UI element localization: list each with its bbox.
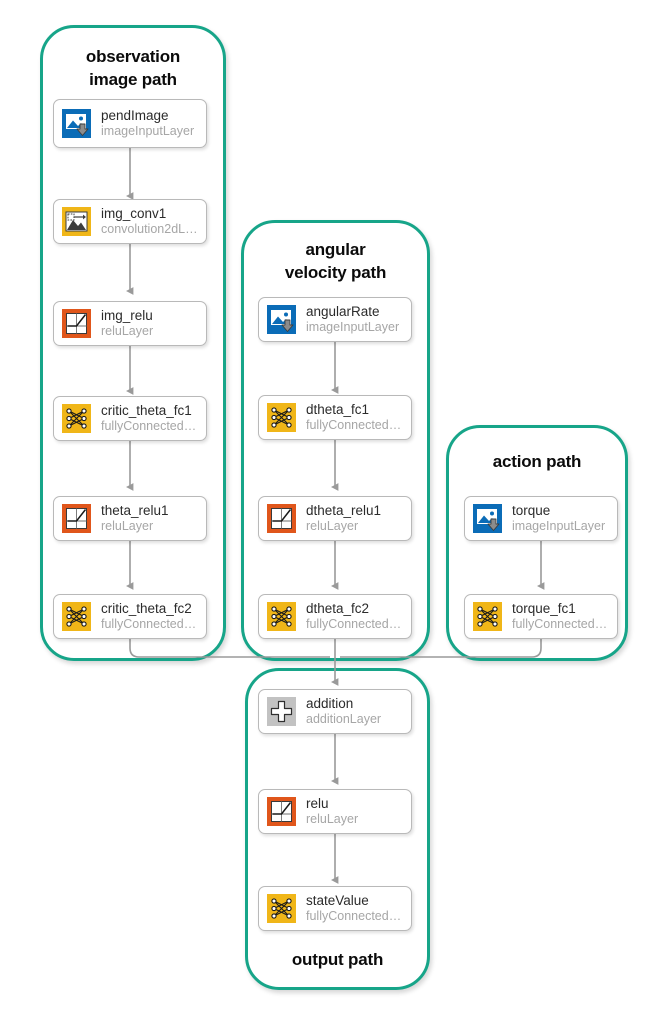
layer-name: img_relu [101,308,153,323]
layer-node-text: addition additionLayer [306,696,381,727]
layer-type: reluLayer [101,324,154,338]
layer-node-text: critic_theta_fc1 fullyConnected… [101,403,196,434]
layer-node-addition[interactable]: addition additionLayer [258,689,412,734]
layer-node-img_relu[interactable]: img_relu reluLayer [53,301,207,346]
layer-type: additionLayer [306,712,382,726]
layer-type: fullyConnected… [306,909,402,923]
group-title-observation-image-path: observation image path [85,47,181,89]
group-title-action-path: action path [492,452,582,471]
layer-node-dtheta_fc2[interactable]: dtheta_fc2 fullyConnected… [258,594,412,639]
layer-node-text: angularRate imageInputLayer [306,304,399,335]
layer-node-dtheta_relu1[interactable]: dtheta_relu1 reluLayer [258,496,412,541]
layer-node-text: stateValue fullyConnected… [306,893,401,924]
layer-node-dtheta_fc1[interactable]: dtheta_fc1 fullyConnected… [258,395,412,440]
layer-node-torque_fc1[interactable]: torque_fc1 fullyConnected… [464,594,618,639]
layer-name: torque [512,503,551,518]
layer-type: imageInputLayer [512,519,606,533]
layer-type: imageInputLayer [306,320,400,334]
layer-node-text: dtheta_fc1 fullyConnected… [306,402,401,433]
layer-type: fullyConnected… [512,617,608,631]
layer-node-text: relu reluLayer [306,796,358,827]
relu-icon [265,795,298,828]
layer-node-text: pendImage imageInputLayer [101,108,194,139]
group-title-angular-velocity-path: angular velocity path [284,240,387,282]
group-title-output-path: output path [291,950,384,969]
layer-type: fullyConnected… [101,617,197,631]
layer-type: reluLayer [306,519,359,533]
layer-node-img_conv1[interactable]: img_conv1 convolution2dL… [53,199,207,244]
layer-type: fullyConnected… [306,418,402,432]
layer-name: stateValue [306,893,369,908]
layer-node-text: torque_fc1 fullyConnected… [512,601,607,632]
image-input-icon [471,502,504,535]
layer-node-stateValue[interactable]: stateValue fullyConnected… [258,886,412,931]
layer-node-text: theta_relu1 reluLayer [101,503,169,534]
layer-type: reluLayer [306,812,359,826]
layer-name: critic_theta_fc2 [101,601,192,616]
layer-node-theta_relu1[interactable]: theta_relu1 reluLayer [53,496,207,541]
layer-type: reluLayer [101,519,154,533]
layer-type: fullyConnected… [101,419,197,433]
layer-node-text: img_relu reluLayer [101,308,153,339]
fully-connected-icon [60,402,93,435]
layer-name: dtheta_fc2 [306,601,370,616]
layer-node-text: torque imageInputLayer [512,503,605,534]
fully-connected-icon [265,600,298,633]
layer-name: angularRate [306,304,380,319]
convolution-icon [60,205,93,238]
fully-connected-icon [60,600,93,633]
image-input-icon [265,303,298,336]
layer-node-text: img_conv1 convolution2dL… [101,206,198,237]
layer-node-critic_theta_fc2[interactable]: critic_theta_fc2 fullyConnected… [53,594,207,639]
relu-icon [60,307,93,340]
image-input-icon [60,107,93,140]
layer-name: torque_fc1 [512,601,576,616]
layer-node-critic_theta_fc1[interactable]: critic_theta_fc1 fullyConnected… [53,396,207,441]
fully-connected-icon [471,600,504,633]
layer-node-text: dtheta_fc2 fullyConnected… [306,601,401,632]
layer-name: relu [306,796,329,811]
relu-icon [265,502,298,535]
fully-connected-icon [265,892,298,925]
relu-icon [60,502,93,535]
layer-name: dtheta_fc1 [306,402,370,417]
addition-icon [265,695,298,728]
layer-type: imageInputLayer [101,124,195,138]
layer-node-relu[interactable]: relu reluLayer [258,789,412,834]
layer-type: fullyConnected… [306,617,402,631]
layer-node-angularRate[interactable]: angularRate imageInputLayer [258,297,412,342]
layer-name: theta_relu1 [101,503,169,518]
layer-name: pendImage [101,108,169,123]
layer-node-torque[interactable]: torque imageInputLayer [464,496,618,541]
layer-node-text: dtheta_relu1 reluLayer [306,503,381,534]
layer-name: critic_theta_fc1 [101,403,192,418]
layer-name: addition [306,696,354,711]
layer-type: convolution2dL… [101,222,198,236]
layer-node-text: critic_theta_fc2 fullyConnected… [101,601,196,632]
layer-node-pendImage[interactable]: pendImage imageInputLayer [53,99,207,148]
fully-connected-icon [265,401,298,434]
layer-name: dtheta_relu1 [306,503,382,518]
layer-name: img_conv1 [101,206,167,221]
